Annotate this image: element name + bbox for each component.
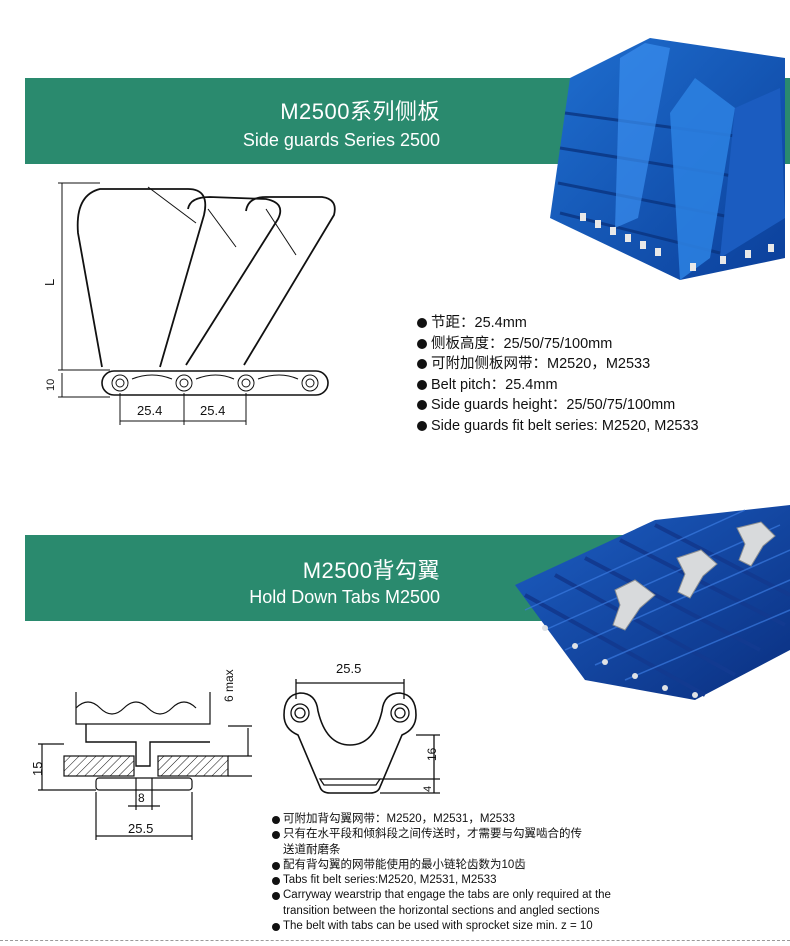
tab-bottom-label: 4 bbox=[422, 786, 434, 792]
spec-item-continued: transition between the horizontal sectio… bbox=[283, 904, 600, 917]
tab-cross-section-drawing: 15 8 25.5 bbox=[30, 692, 252, 840]
section1-subtitle: Side guards Series 2500 bbox=[242, 130, 440, 150]
spec-item: Side guards fit belt series: M2520, M253… bbox=[415, 416, 699, 437]
spec-item: 节距：25.4mm bbox=[415, 313, 699, 334]
max-label: 6 max bbox=[222, 669, 236, 702]
section2-subtitle: Hold Down Tabs M2500 bbox=[249, 587, 440, 607]
blue-belt-side-guards-photo bbox=[550, 38, 785, 280]
tab-width-label: 25.5 bbox=[128, 821, 153, 836]
base-label: 10 bbox=[45, 379, 57, 391]
spec-item: Belt pitch：25.4mm bbox=[415, 375, 699, 396]
tab-profile-drawing: 25.5 16 4 bbox=[283, 661, 440, 794]
spec-item: Carryway wearstrip that engage the tabs … bbox=[270, 888, 611, 903]
spec-item: Side guards height：25/50/75/100mm bbox=[415, 395, 699, 416]
spec-item: 侧板高度：25/50/75/100mm bbox=[415, 334, 699, 355]
spec-item-continued: 送道耐磨条 bbox=[283, 843, 341, 856]
spec-item: 可附加侧板网带：M2520，M2533 bbox=[415, 354, 699, 375]
tab-mid-label: 16 bbox=[425, 747, 439, 761]
tab-height-label: 15 bbox=[30, 762, 45, 776]
height-label: L bbox=[42, 279, 57, 286]
pitch-label-2: 25.4 bbox=[200, 403, 225, 418]
spec-item: 可附加背勾翼网带：M2520，M2531，M2533 bbox=[270, 812, 611, 827]
section1-spec-list: 节距：25.4mm 侧板高度：25/50/75/100mm 可附加侧板网带：M2… bbox=[415, 313, 699, 436]
blue-belt-hold-down-tabs-photo bbox=[515, 505, 790, 700]
side-guards-drawing: L 10 25.4 25.4 bbox=[42, 182, 336, 425]
spec-item: 配有背勾翼的网带能使用的最小链轮齿数为10齿 bbox=[270, 858, 611, 873]
tab-top-label: 25.5 bbox=[336, 661, 361, 676]
section1-title: M2500系列侧板 bbox=[280, 99, 440, 124]
tab-gap-label: 8 bbox=[138, 791, 145, 805]
section2-title: M2500背勾翼 bbox=[302, 558, 440, 583]
spec-item: Tabs fit belt series:M2520, M2531, M2533 bbox=[270, 873, 611, 888]
pitch-label-1: 25.4 bbox=[137, 403, 162, 418]
bottom-divider bbox=[0, 940, 790, 941]
section2-spec-list: 可附加背勾翼网带：M2520，M2531，M2533 只有在水平段和倾斜段之间传… bbox=[270, 812, 611, 934]
spec-item: 只有在水平段和倾斜段之间传送时，才需要与勾翼啮合的传 bbox=[270, 827, 611, 842]
spec-item: The belt with tabs can be used with spro… bbox=[270, 919, 611, 934]
